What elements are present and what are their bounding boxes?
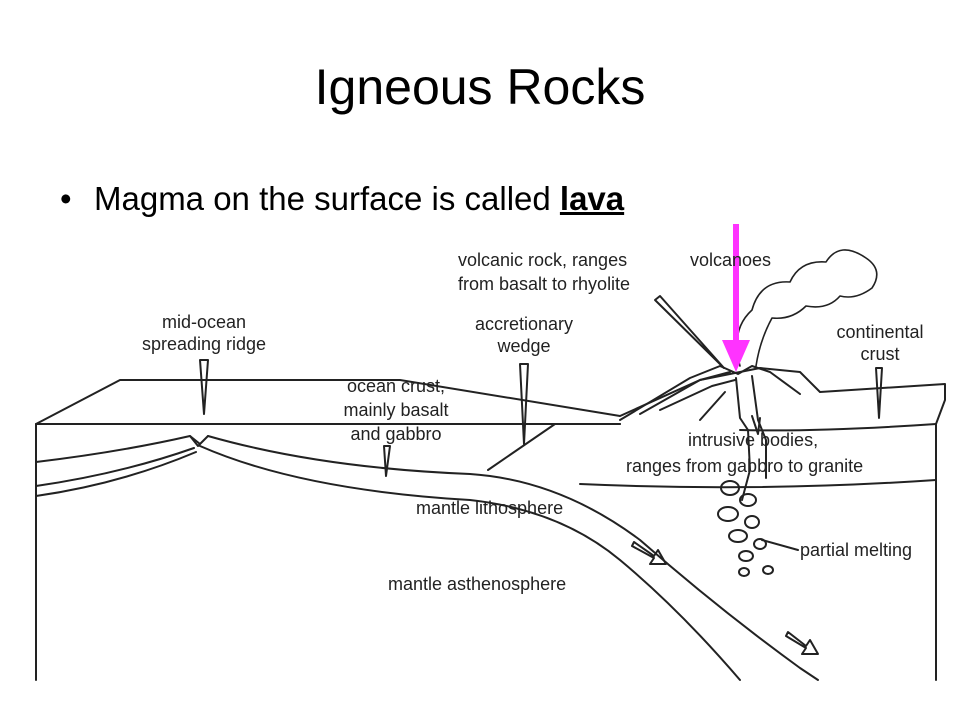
pointer-accretionary bbox=[519, 363, 529, 445]
slab-flow-arrow-icon bbox=[785, 631, 819, 655]
melt-blob bbox=[744, 515, 760, 529]
volcanic-plume bbox=[736, 249, 878, 367]
ocean-crust-upper-left bbox=[35, 435, 201, 463]
label-ocean-crust: ocean crust, bbox=[347, 376, 445, 396]
label-volcanic-rock: volcanic rock, ranges bbox=[458, 250, 627, 270]
slide-title: Igneous Rocks bbox=[314, 59, 646, 115]
melt-blob bbox=[739, 493, 757, 507]
magma-conduit bbox=[735, 377, 751, 501]
label-mid-ocean: mid-ocean bbox=[162, 312, 246, 332]
melt-blob bbox=[728, 529, 748, 543]
label-and-gabbro: and gabbro bbox=[350, 424, 441, 444]
melt-blob bbox=[753, 538, 767, 550]
volcano-cone bbox=[619, 365, 801, 421]
label-mantle-asthenosphere: mantle asthenosphere bbox=[388, 574, 566, 594]
label-mantle-lithosphere: mantle lithosphere bbox=[416, 498, 563, 518]
volcanic-layer-2 bbox=[659, 379, 736, 411]
lithosphere-base-left bbox=[35, 451, 197, 497]
pointer-partial-melting bbox=[761, 539, 799, 551]
pointer-intrusive bbox=[751, 415, 761, 435]
label-partial-melting: partial melting bbox=[800, 540, 912, 560]
bullet-text: Magma on the surface is called bbox=[94, 180, 551, 217]
label-accretionary: accretionary bbox=[475, 314, 573, 334]
continental-layer bbox=[739, 423, 937, 432]
accretionary-wedge bbox=[487, 423, 621, 471]
label-continental: continental bbox=[836, 322, 923, 342]
ridge-crest bbox=[189, 435, 209, 447]
pointer-mid-ocean bbox=[199, 359, 209, 415]
bullet-symbol: • bbox=[60, 180, 72, 217]
magma-conduit-2 bbox=[751, 375, 767, 479]
label-gabbro-granite: ranges from gabbro to granite bbox=[626, 456, 863, 476]
melt-blob bbox=[738, 567, 750, 577]
label-mainly-basalt: mainly basalt bbox=[343, 400, 448, 420]
ocean-crust-lower-left bbox=[35, 447, 195, 487]
volcanic-layer-1 bbox=[639, 371, 731, 415]
label-spreading-ridge: spreading ridge bbox=[142, 334, 266, 354]
pointer-continental bbox=[875, 367, 883, 419]
label-volcanoes: volcanoes bbox=[690, 250, 771, 270]
continental-base bbox=[579, 479, 937, 489]
slab-top bbox=[207, 435, 819, 681]
pointer-ocean-crust bbox=[383, 445, 391, 477]
block-top-surface bbox=[35, 367, 946, 425]
lava-pointer-arrow-icon bbox=[722, 224, 750, 372]
melt-blob bbox=[762, 565, 774, 575]
melt-blob bbox=[717, 506, 739, 522]
label-intrusive-bodies: intrusive bodies, bbox=[688, 430, 818, 450]
melt-blob bbox=[720, 480, 740, 496]
label-crust: crust bbox=[860, 344, 899, 364]
pointer-volcanic-rock bbox=[654, 295, 725, 369]
slab-bottom bbox=[199, 445, 741, 681]
bullet-keyword: lava bbox=[559, 180, 625, 217]
label-basalt-rhyolite: from basalt to rhyolite bbox=[458, 274, 630, 294]
melt-blob bbox=[738, 550, 754, 562]
label-wedge: wedge bbox=[496, 336, 550, 356]
bullet-point: • Magma on the surface is called lava bbox=[60, 180, 624, 218]
volcanic-layer-3 bbox=[699, 391, 726, 421]
slab-flow-arrow-icon bbox=[631, 541, 667, 565]
